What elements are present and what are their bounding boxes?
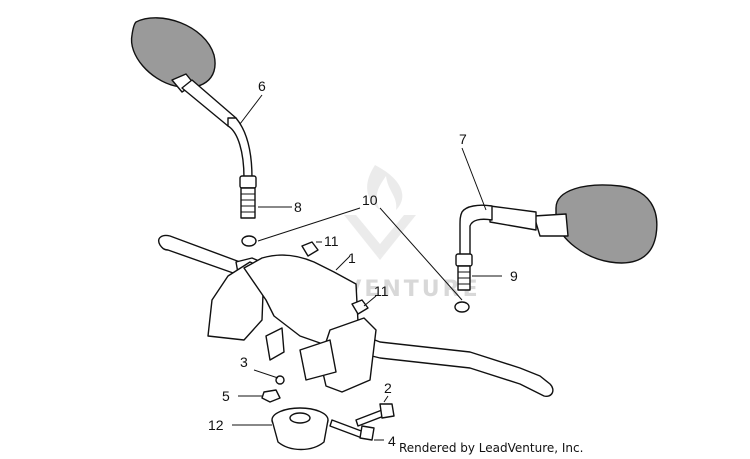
callout-11-upper: 11 [324,233,339,249]
callout-2: 2 [384,380,392,396]
callout-8: 8 [294,199,302,215]
leadventure-watermark-logo [344,165,416,260]
clip-nut-upper [301,241,319,257]
ignition-cover [271,407,329,451]
callout-7: 7 [459,131,467,147]
callout-1: 1 [348,250,356,266]
callout-12: 12 [208,417,224,433]
leader-lines [232,94,502,441]
callout-11-lower: 11 [374,283,389,299]
screw-short [355,403,395,427]
callout-9: 9 [510,268,518,284]
nut [261,389,281,403]
right-mirror [455,184,658,291]
callout-5: 5 [222,388,230,404]
washer [275,375,285,385]
left-mirror [130,17,257,219]
callout-3: 3 [240,354,248,370]
callout-4: 4 [388,433,396,449]
callout-10: 10 [362,192,378,208]
handlebar [158,234,554,398]
screw-long [329,419,375,441]
spacer-right [454,301,470,313]
credit-text: Rendered by LeadVenture, Inc. [399,441,583,455]
clip-nut-lower [351,299,369,315]
spacer-left [241,235,257,247]
callout-6: 6 [258,78,266,94]
